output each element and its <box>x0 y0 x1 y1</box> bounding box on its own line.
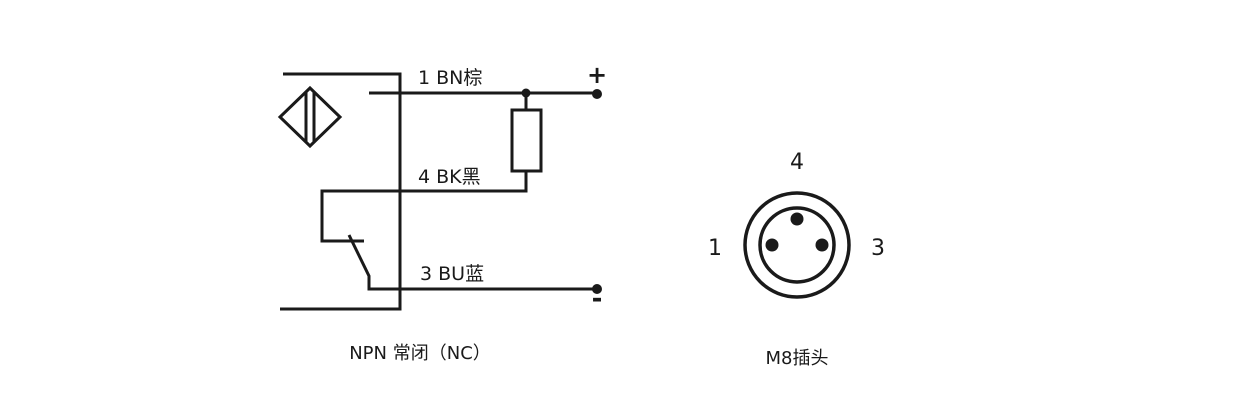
pin-3 <box>815 238 829 252</box>
nc-switch-contact <box>347 234 597 291</box>
load-resistor <box>510 108 543 173</box>
label-wire-blue: 3 BU蓝 <box>420 263 484 285</box>
pin-label-right: 3 <box>871 236 885 261</box>
connector-caption: M8插头 <box>766 348 829 369</box>
label-wire-brown: 1 BN棕 <box>418 67 482 89</box>
pin-label-left: 1 <box>708 236 722 261</box>
pin-label-top: 4 <box>790 150 804 175</box>
terminal-plus-dot <box>592 89 602 99</box>
terminal-minus-dot <box>592 284 602 294</box>
pin-1 <box>765 238 779 252</box>
minus-sign: - <box>592 284 603 314</box>
label-wire-black: 4 BK黑 <box>418 166 481 188</box>
m8-connector-icon <box>743 191 851 299</box>
junction-dot <box>521 88 531 98</box>
plus-sign: + <box>587 61 607 89</box>
wiring-caption: NPN 常闭（NC） <box>349 343 491 364</box>
pin-4 <box>790 212 804 226</box>
inductive-sensor-symbol-icon <box>277 85 343 149</box>
wire-black-line <box>320 171 528 243</box>
